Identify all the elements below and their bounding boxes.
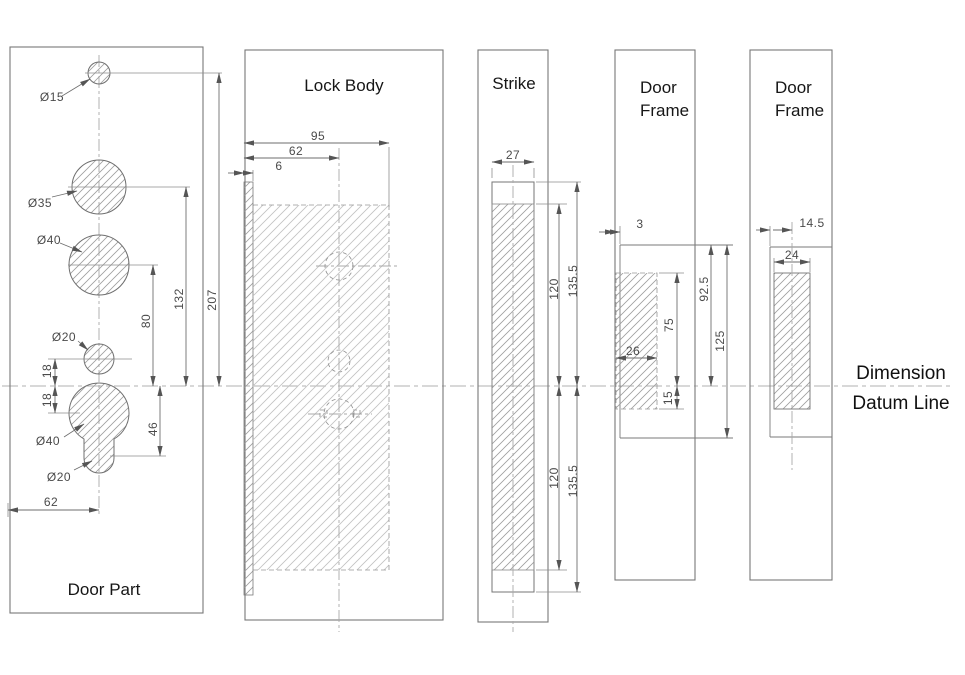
door-frame-left-title-line2: Frame [640,101,690,120]
door-part-leader-lines [51,78,93,471]
dim-label-120-upper: 120 [547,278,561,300]
frame-right-recess-outline [769,246,832,438]
dim-label-92-5: 92.5 [697,276,711,302]
dim-label-80: 80 [139,313,153,329]
dim-label-15-frame: 15 [661,390,675,406]
dim-label-207: 207 [205,289,219,311]
datum-label-line1: Dimension [856,363,946,384]
lock-faceplate-section [243,181,254,596]
dim-label-18-upper: 18 [40,363,54,379]
frame-left-dimension-lines [615,244,730,439]
frame-left-extension-lines [619,226,684,410]
diameter-label-15: Ø15 [39,90,65,104]
diameter-label-20-mid: Ø20 [51,330,77,344]
door-part-dimension-lines [7,72,222,513]
strike-dimension-lines [491,159,580,593]
door-frame-right-title-line1: Door [775,78,812,97]
dim-label-125: 125 [713,330,727,352]
lock-body-extension-lines [252,147,390,207]
door-frame-right-panel [749,49,833,581]
dim-label-18-lower: 18 [40,392,54,408]
door-frame-right-title-line2: Frame [775,101,825,120]
spindle-hole-hidden [327,349,351,373]
dim-label-62-lockbody: 62 [288,144,304,158]
dim-label-132: 132 [172,288,186,310]
door-frame-left-title-line1: Door [640,78,677,97]
dim-label-75: 75 [662,317,676,333]
panel-title-door-frame-right: Door Frame [775,76,824,122]
lock-body-dimension-lines [243,140,390,161]
key-cylinder-profile [323,398,355,430]
door-part-extension-lines [7,72,222,517]
dim-label-46: 46 [146,421,160,437]
dim-label-26: 26 [625,344,641,358]
dim-label-135-upper: 135.5 [566,264,580,298]
lock-body-hidden-holes [319,251,361,430]
diameter-label-40-lower: Ø40 [35,434,61,448]
dim-label-120-lower: 120 [547,467,561,489]
dim-label-6: 6 [275,159,283,173]
lock-body-centerlines [308,148,398,632]
dim-label-3: 3 [636,217,644,231]
dim-label-62-doorpart: 62 [43,495,59,509]
dim-label-27: 27 [505,148,521,162]
panel-title-door-part: Door Part [67,580,141,599]
panel-title-strike: Strike [492,74,536,93]
dim-label-95: 95 [310,129,326,143]
datum-label-line2: Datum Line [852,393,950,414]
strike-extension-lines [491,168,581,593]
panel-title-lock-body: Lock Body [304,76,384,95]
dim-label-24: 24 [784,248,800,262]
dim-label-14-5: 14.5 [799,216,825,230]
cylinder-hole-hidden [324,251,354,281]
lock-body-section [252,204,390,571]
keyhole-cutout [68,382,130,474]
diameter-label-20-lower: Ø20 [46,470,72,484]
diameter-label-35: Ø35 [27,196,53,210]
door-frame-left-panel [614,49,696,581]
frame-left-pocket-section [615,272,658,410]
door-part-panel [9,46,204,614]
panel-title-door-frame-left: Door Frame [640,76,689,122]
dim-label-135-lower: 135.5 [566,464,580,498]
diameter-label-40-upper: Ø40 [36,233,62,247]
